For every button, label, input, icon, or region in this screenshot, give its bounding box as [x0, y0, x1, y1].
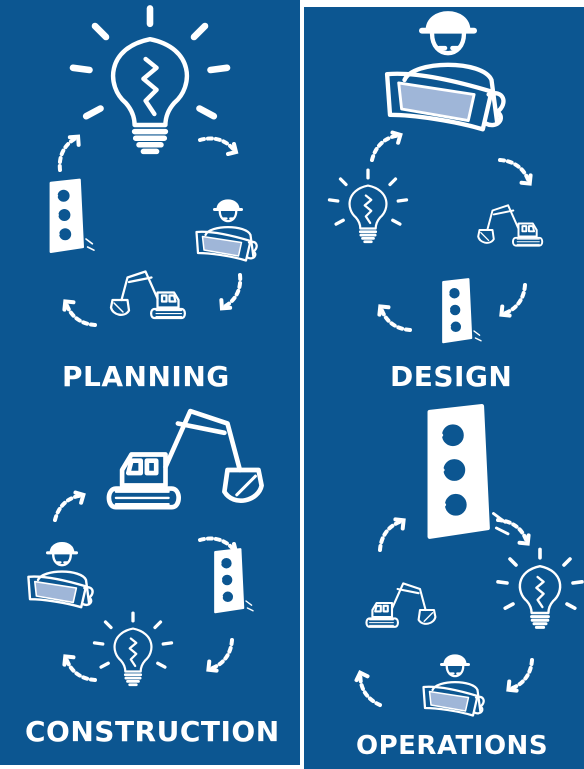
construction-cycle: [26, 411, 262, 687]
traffic-light-icon: [49, 178, 96, 254]
excavator-icon: [365, 582, 437, 628]
engineer-with-blueprint-icon: [26, 541, 95, 609]
cycle-arrow-icon: [204, 633, 236, 677]
design-label: DESIGN: [390, 360, 513, 393]
design-cycle: [327, 13, 544, 344]
lightbulb-icon: [92, 611, 174, 687]
cycle-arrow-icon: [198, 136, 238, 156]
construction-label: CONSTRUCTION: [25, 715, 280, 748]
cycle-arrow-icon: [217, 270, 244, 313]
lightbulb-icon: [496, 547, 584, 630]
lightbulb-icon: [327, 168, 409, 244]
cycle-arrow-icon: [58, 652, 102, 684]
cycle-arrow-icon: [491, 516, 535, 548]
operations-label: OPERATIONS: [356, 731, 549, 761]
cycle-arrow-icon: [493, 156, 537, 188]
engineer-with-blueprint-icon: [195, 199, 259, 262]
cycle-arrow-icon: [504, 653, 536, 697]
traffic-light-icon: [442, 278, 483, 344]
excavator-icon: [109, 270, 186, 320]
top-gap: [304, 0, 584, 7]
cycle-arrow-icon: [497, 278, 529, 322]
excavator-icon: [109, 411, 262, 507]
construction-panel: [0, 397, 300, 765]
cycle-arrow-icon: [368, 126, 405, 169]
engineer-with-blueprint-icon: [387, 13, 503, 129]
cycle-arrow-icon: [376, 513, 408, 557]
engineer-with-blueprint-icon: [422, 654, 486, 717]
cycle-arrow-icon: [56, 132, 83, 175]
lightbulb-icon: [73, 8, 227, 151]
cycle-arrow-icon: [51, 486, 88, 529]
traffic-light-icon: [214, 548, 255, 614]
cycle-arrow-icon: [58, 297, 102, 329]
planning-label: PLANNING: [62, 360, 230, 393]
cycle-arrow-icon: [373, 302, 417, 334]
excavator-icon: [477, 204, 544, 247]
traffic-light-icon: [430, 406, 508, 537]
operations-cycle: [349, 406, 584, 717]
cycle-arrow-icon: [349, 669, 391, 709]
panel-divider: [300, 0, 304, 769]
planning-cycle: [49, 8, 259, 329]
